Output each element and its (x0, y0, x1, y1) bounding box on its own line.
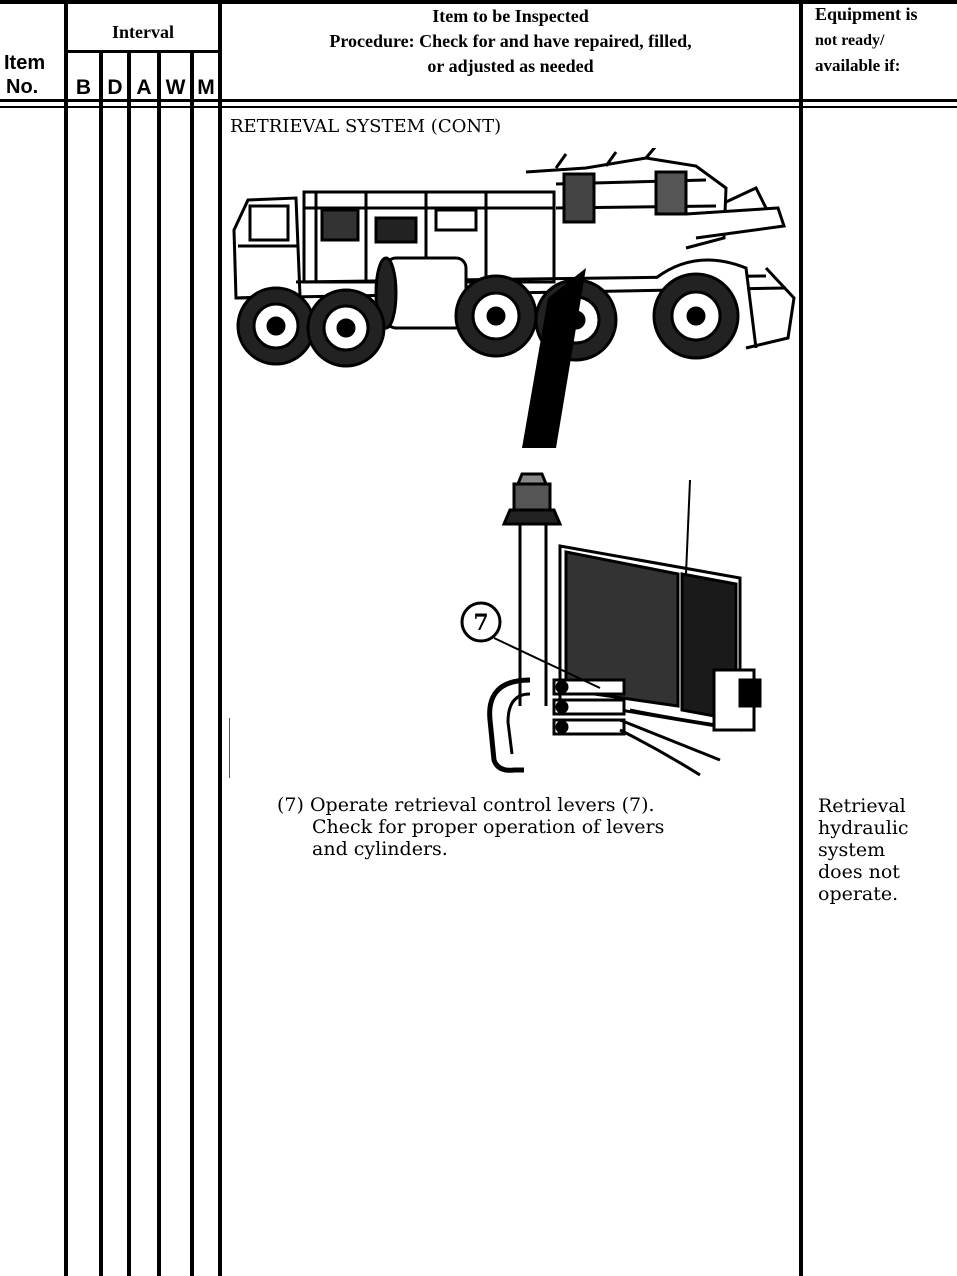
procedure-line3: and cylinders. (312, 838, 448, 860)
retrieval-truck-illustration (232, 148, 796, 448)
not-ready-line4: does not (818, 861, 900, 883)
equip-heading-line3: available if: (815, 56, 901, 75)
header-rule (0, 99, 957, 102)
interval-col-right (218, 0, 222, 1276)
not-ready-line5: operate. (818, 883, 899, 905)
not-ready-line1: Retrieval (818, 795, 906, 817)
interval-letter-m: M (197, 76, 215, 99)
header-rule-inner (0, 106, 957, 108)
inspect-col-right (799, 0, 803, 1276)
equip-heading-line1: Equipment is (815, 4, 918, 24)
not-ready-line3: system (818, 839, 886, 861)
top-border (0, 0, 957, 4)
item-label-line2: No. (6, 76, 39, 98)
inspect-heading-line1: Item to be Inspected (432, 6, 589, 26)
interval-sub-w-right (190, 52, 194, 1276)
callout-number-7: 7 (473, 610, 488, 636)
item-col-right (64, 0, 68, 1276)
procedure-line2: Check for proper operation of levers (312, 816, 665, 838)
interval-letter-d: D (107, 76, 123, 99)
interval-letter-w: W (165, 76, 186, 99)
interval-letter-b: B (75, 76, 92, 99)
interval-divider (66, 50, 220, 53)
inspect-heading-line2: Procedure: Check for and have repaired, … (329, 31, 692, 51)
item-label-line1: Item (4, 52, 46, 74)
equip-heading-line2: not ready/ (815, 32, 885, 49)
scan-artifact (229, 718, 230, 778)
interval-label: Interval (112, 22, 174, 42)
not-ready-line2: hydraulic (818, 817, 909, 839)
section-title: RETRIEVAL SYSTEM (CONT) (230, 116, 502, 137)
retrieval-control-levers-illustration: 7 (460, 472, 762, 777)
interval-letter-a: A (136, 76, 152, 99)
interval-sub-a-right (157, 52, 161, 1276)
interval-sub-d-right (127, 52, 131, 1276)
inspect-heading-line3: or adjusted as needed (427, 56, 594, 76)
procedure-line1: (7) Operate retrieval control levers (7)… (277, 794, 655, 816)
interval-sub-b-right (99, 52, 103, 1276)
